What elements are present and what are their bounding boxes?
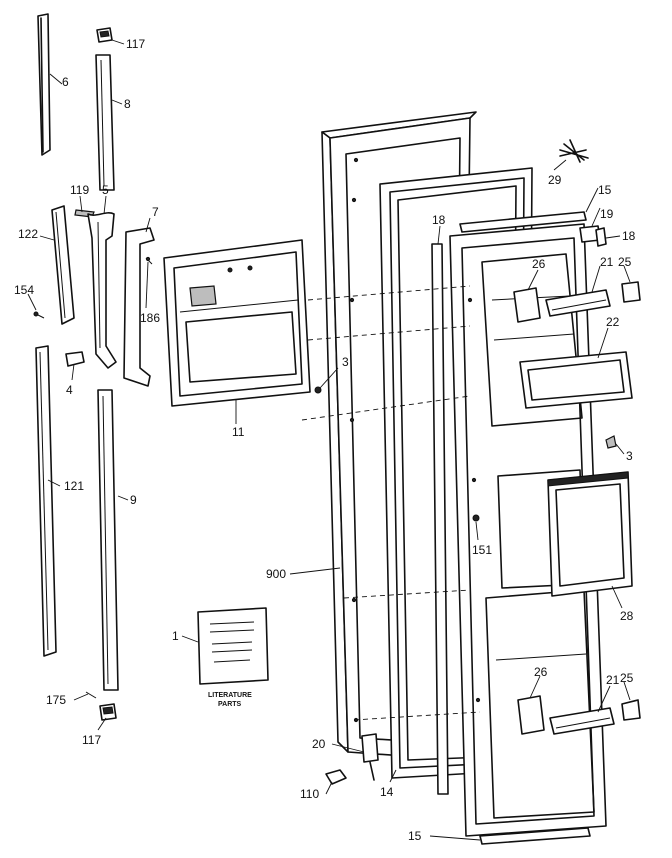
callout-21-bottom: 21 bbox=[606, 673, 620, 687]
part-4-bracket bbox=[65, 351, 85, 367]
callout-8: 8 bbox=[124, 97, 131, 111]
part-15-top-shelf-strip bbox=[459, 211, 587, 233]
callout-15-top: 15 bbox=[598, 183, 612, 197]
literature-caption-1: LITERATURE bbox=[208, 692, 252, 699]
part-29-spring bbox=[559, 139, 589, 163]
leader-lines bbox=[27, 39, 631, 841]
callout-26-top: 26 bbox=[532, 257, 546, 271]
callout-121: 121 bbox=[64, 479, 84, 493]
callout-4: 4 bbox=[66, 383, 73, 397]
part-110-hinge-cap bbox=[325, 769, 347, 785]
part-7-handle-cover bbox=[123, 227, 155, 387]
callout-28: 28 bbox=[620, 609, 634, 623]
part-154-screw bbox=[33, 311, 45, 319]
callout-15-bottom: 15 bbox=[408, 829, 422, 843]
literature-booklet bbox=[197, 607, 269, 685]
part-3-right-screw bbox=[605, 435, 617, 449]
callout-110: 110 bbox=[300, 787, 319, 801]
part-25-upper-cap bbox=[621, 281, 641, 303]
part-6-top-trim-strip bbox=[37, 13, 51, 156]
callout-26-bottom: 26 bbox=[534, 665, 548, 679]
callout-3-left: 3 bbox=[342, 355, 349, 369]
part-28-door-panel bbox=[547, 471, 633, 597]
part-3-left-screw bbox=[314, 386, 322, 394]
callout-25-top: 25 bbox=[618, 255, 632, 269]
part-122-handle-trim bbox=[51, 205, 75, 325]
callout-9: 9 bbox=[130, 493, 137, 507]
part-9-lower-channel bbox=[97, 389, 119, 691]
callout-3-right: 3 bbox=[626, 449, 633, 463]
callout-175: 175 bbox=[46, 693, 66, 707]
callout-19: 19 bbox=[600, 207, 614, 221]
part-186-screw bbox=[145, 256, 153, 265]
callout-154: 154 bbox=[14, 283, 34, 297]
part-22-dispenser-shelf bbox=[519, 351, 633, 409]
callout-6: 6 bbox=[62, 75, 69, 89]
callout-29: 29 bbox=[548, 173, 562, 187]
callout-5: 5 bbox=[102, 183, 109, 197]
part-151-screw bbox=[472, 514, 480, 522]
callout-21-top: 21 bbox=[600, 255, 614, 269]
part-121-bottom-trim-strip bbox=[35, 345, 57, 657]
part-20-hinge-pin bbox=[361, 733, 379, 781]
callout-20: 20 bbox=[312, 737, 326, 751]
callout-18-gasket: 18 bbox=[432, 213, 446, 227]
callout-7: 7 bbox=[152, 205, 159, 219]
alignment-lines bbox=[301, 285, 481, 721]
callout-151: 151 bbox=[472, 543, 492, 557]
part-21-lower-shelf-rail bbox=[549, 707, 615, 735]
part-5-handle bbox=[87, 212, 117, 369]
part-8-upper-channel bbox=[95, 54, 115, 191]
callout-119: 119 bbox=[70, 183, 89, 197]
part-117-top-cap bbox=[96, 27, 113, 43]
callout-900: 900 bbox=[266, 567, 286, 581]
callout-18-right: 18 bbox=[622, 229, 636, 243]
part-18-side-trim bbox=[595, 227, 607, 247]
part-25-lower-cap bbox=[621, 699, 641, 721]
part-117-bottom-cap bbox=[99, 703, 117, 721]
literature-caption-2: PARTS bbox=[218, 701, 242, 708]
part-26-upper-bracket bbox=[513, 287, 541, 323]
callout-186: 186 bbox=[140, 311, 160, 325]
callout-1: 1 bbox=[172, 629, 179, 643]
callout-labels: 117 6 8 119 5 7 122 154 186 3 4 11 121 9… bbox=[14, 37, 636, 843]
part-175-screw bbox=[85, 691, 97, 699]
part-18-gasket-strip bbox=[431, 243, 449, 795]
callout-25-bottom: 25 bbox=[620, 671, 634, 685]
callout-122: 122 bbox=[18, 227, 38, 241]
callout-11: 11 bbox=[232, 425, 245, 439]
callout-14: 14 bbox=[380, 785, 394, 799]
part-11-dispenser-panel bbox=[163, 239, 311, 407]
callout-117-top: 117 bbox=[126, 37, 145, 51]
part-15-bottom-shelf-strip bbox=[479, 827, 591, 845]
part-26-lower-bracket bbox=[517, 695, 545, 735]
callout-117-bottom: 117 bbox=[82, 733, 101, 747]
part-21-upper-shelf-rail bbox=[545, 289, 611, 317]
callout-22: 22 bbox=[606, 315, 620, 329]
